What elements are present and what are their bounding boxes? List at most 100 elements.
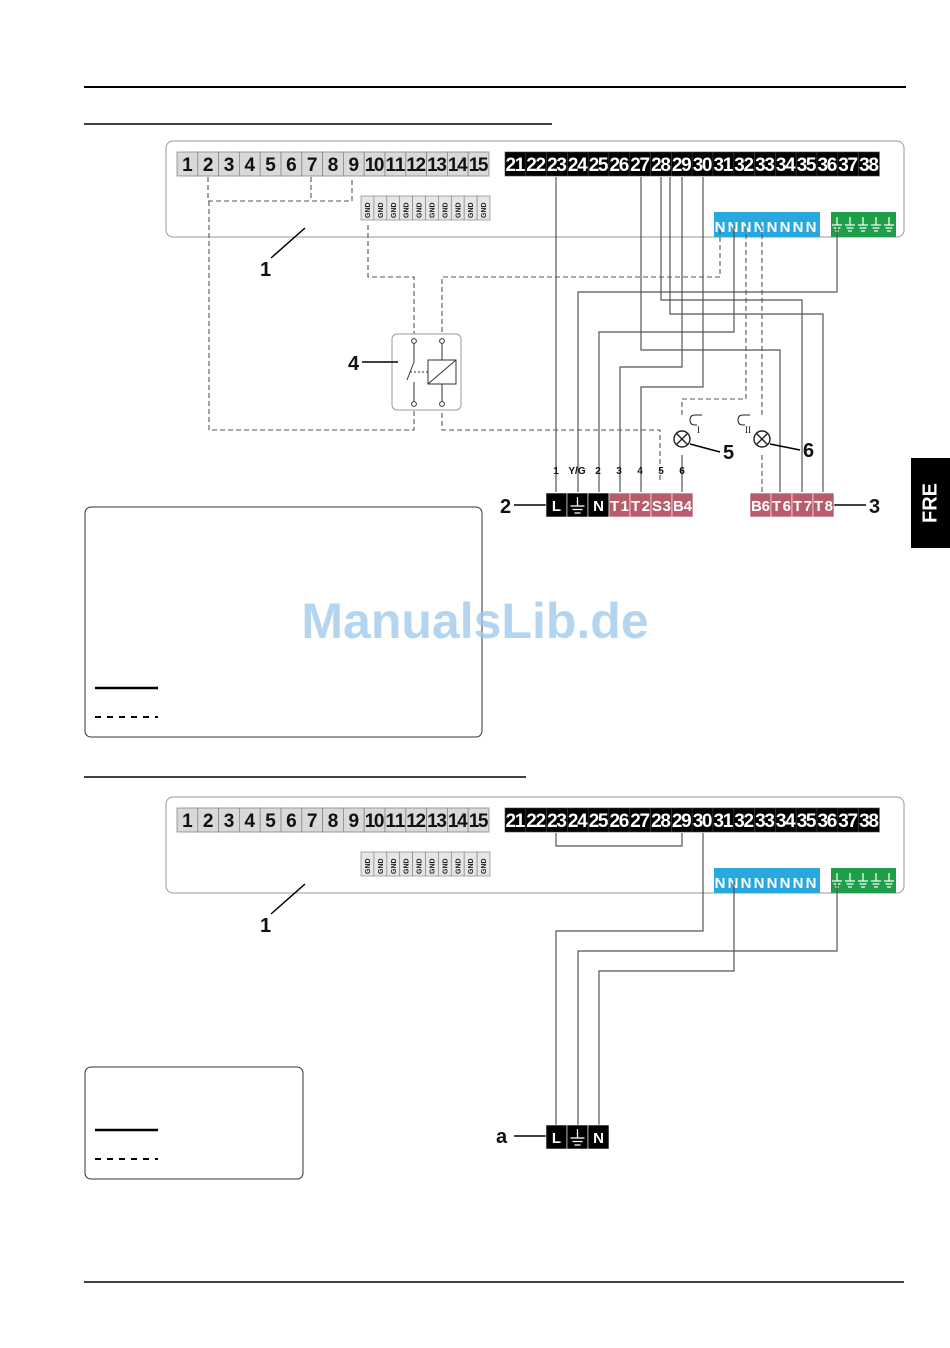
gnd-label: GND [417, 858, 424, 874]
gnd-label: GND [430, 858, 437, 874]
terminal-label: 1 [182, 811, 193, 832]
terminal-label: 21 [506, 811, 526, 832]
relay-pin [439, 338, 445, 344]
terminal-label: 10 [365, 155, 385, 176]
terminal-label: 3 [224, 811, 235, 832]
terminal-label: 4 [245, 811, 256, 832]
neutral-label: N [728, 219, 739, 236]
callout-5-leader [689, 443, 721, 453]
lamp-5-icon: I [673, 414, 702, 448]
connector-terminal [812, 492, 835, 518]
connector-terminal [587, 1124, 610, 1150]
terminal-label: 37 [838, 811, 858, 832]
neutral-label: N [780, 219, 791, 236]
terminal-label: 9 [349, 811, 360, 832]
terminal-label: 36 [818, 811, 838, 832]
terminal-label: 23 [547, 155, 567, 176]
terminal-label: 22 [526, 155, 546, 176]
ground-icon [570, 1129, 585, 1146]
terminal-label: 27 [630, 155, 650, 176]
relay-pin [439, 401, 445, 407]
terminal-label: 2 [203, 811, 214, 832]
connector-label: B6 [751, 498, 770, 515]
terminal-label: 26 [610, 155, 630, 176]
wire-number: 1 [553, 466, 559, 477]
terminal-label: 7 [307, 155, 318, 176]
terminal-label: 35 [797, 155, 817, 176]
relay-contact [406, 361, 415, 381]
gnd-label: GND [365, 858, 372, 874]
ground-icon [884, 217, 894, 232]
watermark: ManualsLib.de [301, 593, 648, 649]
wire-T1 [619, 177, 683, 492]
terminal-label: 12 [406, 155, 426, 176]
neutral-label: N [780, 875, 791, 892]
callout-5: 5 [723, 442, 734, 464]
gnd-label: GND [365, 202, 372, 218]
terminal-label: 26 [610, 811, 630, 832]
terminal-label: 1 [182, 155, 193, 176]
terminal-label: 34 [776, 155, 796, 176]
terminal-label: 28 [651, 811, 671, 832]
gnd-label: GND [391, 858, 398, 874]
terminal-label: 8 [328, 155, 339, 176]
gnd-terminal [476, 851, 491, 877]
terminal-label: 6 [286, 155, 297, 176]
wire-number: 6 [679, 466, 685, 477]
terminal-label: 15 [469, 155, 489, 176]
terminal-label: 10 [365, 811, 385, 832]
neutral-label: N [806, 875, 817, 892]
terminal-label: 9 [349, 155, 360, 176]
gnd-label: GND [404, 858, 411, 874]
callout-1b-leader [270, 883, 306, 915]
wire-dash-gnd-relay [367, 225, 415, 340]
wire-dash-n-relay [441, 226, 721, 340]
terminal-label: 15 [469, 811, 489, 832]
terminal-label: 13 [427, 811, 447, 832]
terminal-15 [467, 151, 490, 177]
callout-4: 4 [348, 353, 360, 375]
gnd-label: GND [455, 858, 462, 874]
callout-a: a [496, 1126, 508, 1148]
ground-icon [845, 217, 855, 232]
terminal-label: 38 [859, 155, 879, 176]
terminal-label: 14 [448, 811, 468, 832]
wire-dash-to-relay-a [208, 201, 415, 431]
terminal-15 [467, 807, 490, 833]
terminal-label: 30 [693, 155, 713, 176]
wire-dash-s3 [441, 405, 661, 480]
gnd-label: GND [455, 202, 462, 218]
terminal-label: 28 [651, 155, 671, 176]
ground-icon [858, 873, 868, 888]
neutral-label: N [728, 875, 739, 892]
terminal-label: 33 [755, 811, 775, 832]
relay-pin [411, 338, 417, 344]
relay-pin [411, 401, 417, 407]
wire-dash-lamp5 [681, 226, 747, 415]
ground-icon [845, 873, 855, 888]
terminal-label: 32 [734, 811, 754, 832]
gnd-label: GND [481, 202, 488, 218]
wire-T8 [669, 177, 824, 492]
connector-label: L [552, 1130, 561, 1147]
terminal-label: 21 [506, 155, 526, 176]
terminal-label: 12 [406, 811, 426, 832]
wire-number: 3 [616, 466, 622, 477]
connector-label: B4 [673, 498, 693, 515]
terminal-label: 13 [427, 155, 447, 176]
terminal-label: 37 [838, 155, 858, 176]
terminal-label: 11 [386, 811, 406, 832]
terminal-label: 7 [307, 811, 318, 832]
terminal-label: 14 [448, 155, 468, 176]
neutral-label: N [741, 875, 752, 892]
wire-number: 2 [595, 466, 601, 477]
terminal-label: 25 [589, 155, 609, 176]
terminal-38 [858, 807, 880, 833]
gnd-label: GND [378, 202, 385, 218]
terminal-label: 38 [859, 811, 879, 832]
terminal-label: 29 [672, 155, 692, 176]
terminal-label: 30 [693, 811, 713, 832]
